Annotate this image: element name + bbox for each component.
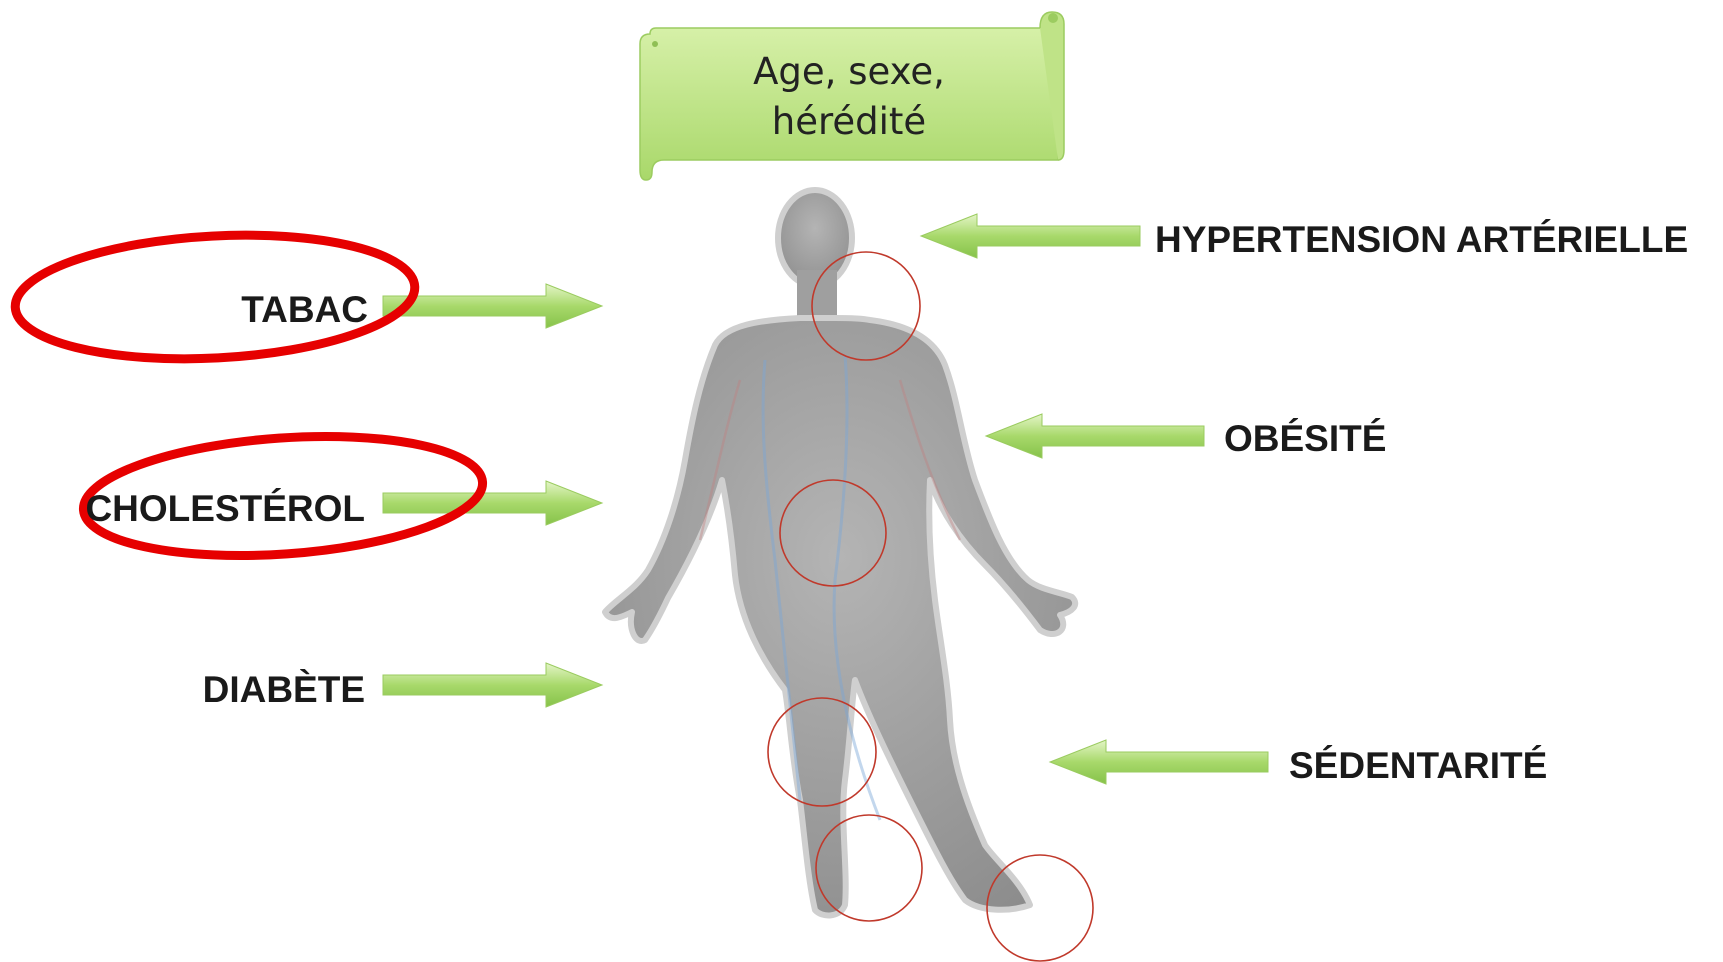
label-hypertension: HYPERTENSION ARTÉRIELLE (1155, 219, 1688, 261)
label-obesite: OBÉSITÉ (1224, 418, 1386, 460)
label-cholesterol: CHOLESTÉROL (85, 488, 365, 530)
label-tabac: TABAC (241, 289, 368, 331)
arrow-hypertension (921, 214, 1140, 258)
human-body-figure (605, 190, 1075, 915)
banner-text: Age, sexe, hérédité (640, 18, 1058, 175)
banner-line-1: Age, sexe, (753, 47, 945, 97)
arrow-sedentarite (1050, 740, 1268, 784)
label-diabete: DIABÈTE (203, 669, 365, 711)
arrow-obesite (986, 414, 1204, 458)
banner-line-2: hérédité (772, 97, 926, 147)
label-sedentarite: SÉDENTARITÉ (1289, 745, 1547, 787)
arrow-cholesterol (383, 481, 602, 525)
arrow-diabete (383, 663, 602, 707)
